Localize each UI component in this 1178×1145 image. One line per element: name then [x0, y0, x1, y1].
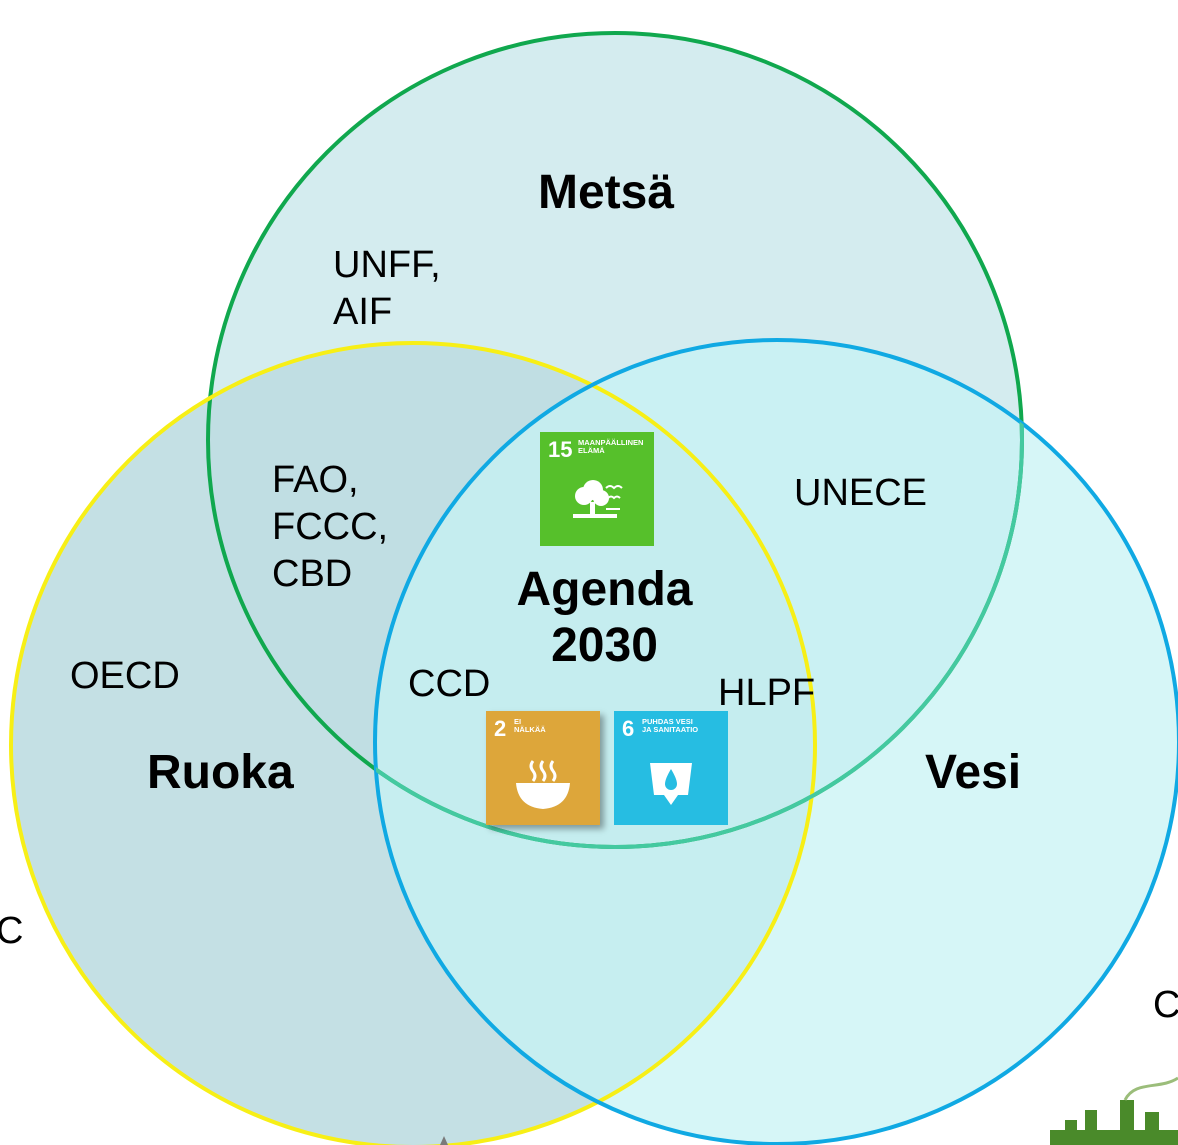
small-arrow-icon [440, 1136, 448, 1145]
sdg-6-title: PUHDAS VESI JA SANITAATIO [642, 717, 699, 734]
factory-icon [1050, 1076, 1178, 1145]
org-unece: UNECE [794, 472, 928, 514]
org-hlpf: HLPF [718, 672, 816, 714]
org-fao: FAO, [272, 459, 359, 501]
forest-food-orgs: FAO, FCCC, CBD [272, 457, 388, 598]
org-oecd: OECD [70, 655, 180, 697]
org-unff: UNFF, [333, 244, 441, 286]
org-aif: AIF [333, 291, 393, 333]
sdg-15-title: MAANPÄÄLLINEN ELÄMÄ [578, 438, 644, 455]
tree-icon [573, 480, 623, 518]
org-fccc: FCCC, [272, 506, 389, 548]
sdg-15-number: 15 [548, 437, 573, 462]
bowl-icon [516, 760, 570, 809]
center-label-line-1: Agenda [516, 563, 693, 616]
forest-label: Metsä [538, 166, 675, 219]
sdg-6-tile: 6 PUHDAS VESI JA SANITAATIO [614, 711, 728, 825]
forest-only-orgs: UNFF, AIF [333, 242, 441, 336]
forest-circle-outline-tinted [375, 340, 1024, 849]
sdg-2-title: EI NÄLKÄÄ [514, 717, 546, 734]
sdg-2-tile: 2 EI NÄLKÄÄ [486, 711, 600, 825]
water-label: Vesi [925, 746, 1022, 799]
org-ccd: CCD [408, 663, 491, 705]
sdg-2-number: 2 [494, 716, 507, 741]
water-circle-outline [373, 338, 1178, 1145]
cut-off-text-left: C [0, 910, 24, 952]
food-circle-outline [9, 341, 817, 1145]
sdg-15-tile: 15 MAANPÄÄLLINEN ELÄMÄ [540, 432, 654, 546]
water-icon [650, 763, 692, 805]
cut-off-text-right: C [1153, 984, 1178, 1026]
sdg-6-number: 6 [622, 716, 635, 741]
food-label: Ruoka [147, 746, 294, 799]
center-label-line-2: 2030 [551, 619, 658, 672]
org-cbd: CBD [272, 553, 353, 595]
center-label: Agenda 2030 [497, 562, 712, 674]
